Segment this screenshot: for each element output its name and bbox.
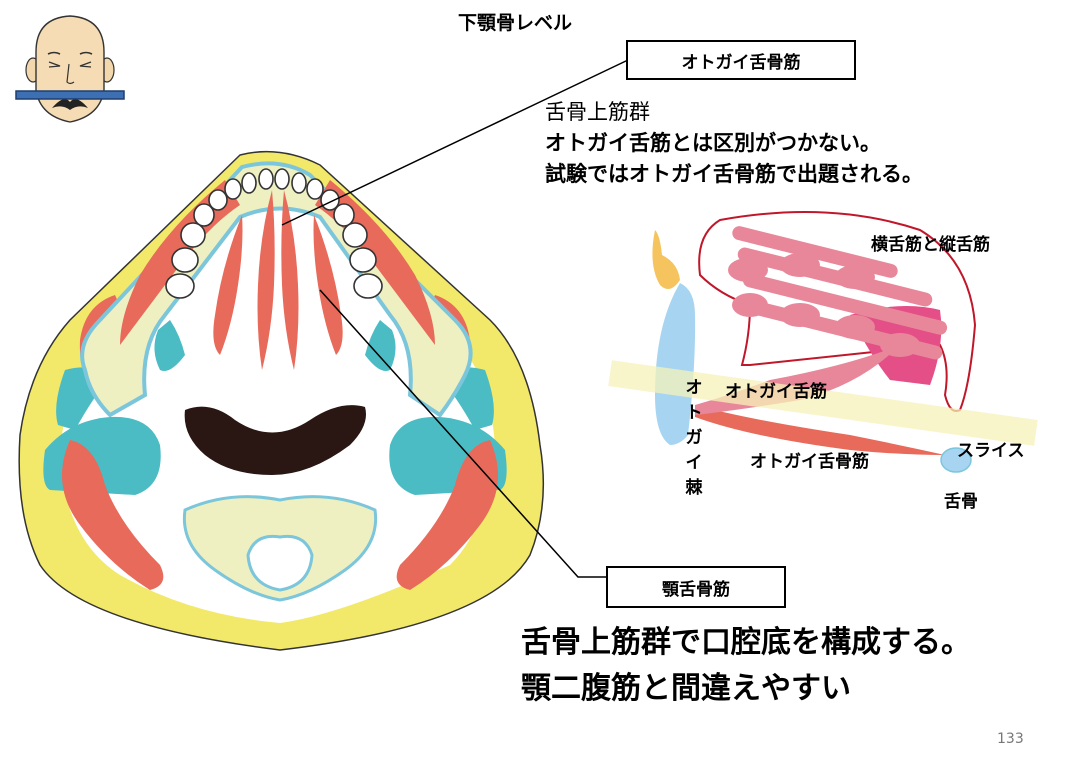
intrinsic-muscles-label: 横舌筋と縦舌筋 bbox=[871, 235, 990, 255]
geniohyoid-label-box: オトガイ舌骨筋 bbox=[626, 40, 856, 80]
spinal-canal bbox=[246, 534, 314, 592]
slide-title: 下顎骨レベル bbox=[458, 12, 573, 34]
mylohyoid-label-box: 顎舌骨筋 bbox=[606, 566, 786, 608]
suprahyoid-note: 舌骨上筋群 オトガイ舌筋とは区別がつかない。 試験ではオトガイ舌骨筋で出題される… bbox=[545, 97, 923, 190]
pharynx-airway bbox=[184, 405, 366, 475]
note-line-2: オトガイ舌筋とは区別がつかない。 bbox=[545, 131, 881, 155]
genioglossus-left bbox=[213, 215, 243, 355]
mental-spine-mandible bbox=[655, 283, 696, 445]
page-number: 133 bbox=[997, 731, 1024, 747]
mental-spine-char: ト bbox=[685, 403, 703, 423]
digastric-right bbox=[396, 440, 498, 590]
digastric-left bbox=[62, 440, 164, 590]
mandible-level-cross-section bbox=[18, 150, 545, 651]
mental-spine-char: 棘 bbox=[685, 478, 703, 498]
parotid-left bbox=[154, 320, 185, 371]
parotid-right bbox=[365, 320, 396, 371]
face-with-slice-bar-icon bbox=[15, 15, 125, 123]
geniohyoid-right bbox=[281, 190, 299, 370]
mental-spine-char: イ bbox=[685, 453, 703, 473]
mental-spine-char: オ bbox=[685, 378, 703, 398]
geniohyoid-sagittal-label: オトガイ舌骨筋 bbox=[750, 452, 869, 472]
bottom-line-2: 顎二腹筋と間違えやすい bbox=[521, 671, 851, 706]
mental-spine-char: ガ bbox=[685, 428, 703, 448]
floor-of-mouth-note: 舌骨上筋群で口腔底を構成する。 顎二腹筋と間違えやすい bbox=[521, 620, 971, 712]
sublingual-gland bbox=[652, 230, 680, 289]
genioglossus-right bbox=[313, 215, 343, 355]
bottom-line-1: 舌骨上筋群で口腔底を構成する。 bbox=[521, 625, 971, 660]
genioglossus-label: オトガイ舌筋 bbox=[725, 382, 827, 402]
hyoid-label: 舌骨 bbox=[944, 492, 978, 512]
note-line-1: 舌骨上筋群 bbox=[545, 100, 650, 124]
hyoid-bone bbox=[940, 447, 972, 473]
slice-label: スライス bbox=[957, 441, 1025, 461]
geniohyoid-left bbox=[257, 190, 275, 370]
slice-plane bbox=[608, 360, 1038, 446]
tongue-sagittal-diagram bbox=[608, 211, 1038, 473]
mental-spine-label: オ ト ガ イ 棘 bbox=[684, 376, 704, 501]
lower-teeth bbox=[165, 168, 383, 299]
intrinsic-muscles bbox=[728, 226, 948, 360]
geniohyoid-muscle bbox=[695, 405, 945, 455]
note-line-3: 試験ではオトガイ舌骨筋で出題される。 bbox=[545, 162, 923, 186]
